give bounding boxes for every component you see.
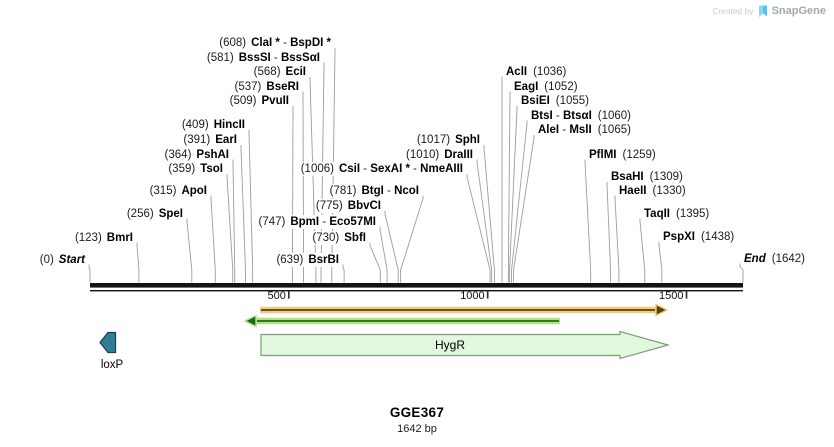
leader-line — [639, 218, 646, 283]
leader-line — [606, 182, 612, 283]
leader-line — [614, 195, 620, 283]
enzyme-site-label-PspXI[interactable]: PspXI(1438) — [662, 230, 736, 244]
enzyme-site-label-BpmI[interactable]: (747)BpmI - Eco57MI — [257, 214, 377, 229]
feature-arrowhead-icon[interactable] — [655, 303, 669, 317]
enzyme-site-label-BsaHI[interactable]: BsaHI(1309) — [610, 170, 684, 184]
enzyme-site-label-AleI[interactable]: AleI - MslI(1065) — [537, 123, 632, 137]
enzyme-site-label-PflMI[interactable]: PflMI(1259) — [588, 147, 657, 162]
enzyme-site-label-BsiEI[interactable]: BsiEI(1055) — [520, 94, 591, 108]
feature-arrowhead-icon[interactable] — [243, 314, 257, 328]
ruler-tick-label-500: 500 — [267, 289, 286, 302]
enzyme-site-label-ClaI[interactable]: (608)ClaI * - BspDI * — [218, 36, 332, 50]
enzyme-site-label-HaeII[interactable]: HaeII(1330) — [618, 183, 687, 198]
feature-loxP[interactable] — [99, 331, 117, 354]
enzyme-site-label-BssSI[interactable]: (581)BssSI - BssSαI — [205, 50, 321, 65]
leader-line — [511, 120, 528, 283]
enzyme-site-label-HincII[interactable]: (409)HincII — [180, 118, 246, 132]
ruler-tick-label-1500: 1500 — [659, 289, 684, 302]
leader-line — [507, 91, 511, 283]
enzyme-site-label-BmrI[interactable]: (123)BmrI — [73, 230, 134, 245]
leader-line — [509, 106, 518, 283]
enzyme-site-label-SbfI[interactable]: (730)SbfI — [311, 230, 367, 245]
leader-line — [466, 174, 491, 283]
map-endpoint-label-End[interactable]: End(1642) — [743, 251, 806, 266]
enzyme-site-label-SpeI[interactable]: (256)SpeI — [125, 206, 184, 221]
enzyme-site-label-PshAI[interactable]: (364)PshAI — [163, 147, 230, 162]
leader-line — [226, 174, 234, 283]
leader-line — [136, 242, 140, 283]
leader-line — [483, 145, 495, 283]
leader-line — [379, 226, 388, 283]
enzyme-site-label-EciI[interactable]: (568)EciI — [252, 65, 307, 79]
enzyme-site-label-BseRI[interactable]: (537)BseRI — [233, 79, 300, 94]
enzyme-site-label-BtgI[interactable]: (781)BtgI - NcoI — [328, 183, 420, 198]
leader-line — [302, 91, 305, 283]
leader-line — [240, 145, 246, 283]
ruler-tick-label-1000: 1000 — [460, 289, 485, 302]
enzyme-site-label-PvuII[interactable]: (509)PvuII — [228, 94, 290, 108]
feature-HygR[interactable] — [260, 330, 671, 360]
leader-line — [513, 135, 535, 283]
enzyme-site-label-DraIII[interactable]: (1010)DraIII — [404, 147, 474, 162]
map-endpoint-label-Start[interactable]: (0)Start — [38, 252, 86, 267]
enzyme-site-label-SphI[interactable]: (1017)SphI — [415, 133, 481, 147]
leader-line — [331, 48, 336, 283]
enzyme-site-label-BsrBI[interactable]: (639)BsrBI — [275, 252, 340, 267]
enzyme-site-label-BtsI[interactable]: BtsI - BtsαI(1060) — [530, 108, 633, 123]
enzyme-site-label-BbvCI[interactable]: (775)BbvCI — [314, 199, 382, 213]
feature-label-HygR[interactable]: HygR — [434, 337, 465, 352]
leader-line — [342, 264, 345, 283]
leader-line — [232, 159, 236, 283]
snapgene-watermark: Created by SnapGene — [712, 5, 826, 17]
enzyme-site-label-CsiI[interactable]: (1006)CsiI - SexAI * - NmeAIII — [299, 162, 464, 176]
leader-line — [210, 195, 216, 283]
leader-line — [584, 159, 592, 283]
leader-line — [476, 159, 493, 283]
enzyme-site-label-TaqII[interactable]: TaqII(1395) — [643, 206, 711, 221]
leader-line — [739, 263, 744, 283]
sequence-line-bottom — [90, 290, 743, 292]
leader-line — [384, 211, 399, 283]
enzyme-site-label-AclI[interactable]: AclI(1036) — [505, 64, 568, 79]
sequence-line-top — [90, 283, 743, 288]
enzyme-site-label-EarI[interactable]: (391)EarI — [182, 133, 238, 147]
watermark-brand-text: SnapGene — [771, 5, 826, 17]
snapgene-logo-icon — [758, 5, 768, 17]
leader-line — [291, 106, 294, 283]
watermark-created-by-text: Created by — [712, 6, 754, 16]
leader-line — [88, 264, 91, 283]
leader-line — [658, 242, 663, 283]
enzyme-site-label-TsoI[interactable]: (359)TsoI — [167, 162, 224, 176]
leader-line — [400, 195, 424, 283]
leader-line — [186, 218, 193, 283]
enzyme-site-label-ApoI[interactable]: (315)ApoI — [148, 183, 208, 198]
leader-line — [248, 130, 254, 283]
enzyme-site-label-EagI[interactable]: EagI(1052) — [513, 79, 579, 94]
feature-label-loxP[interactable]: loxP — [100, 358, 124, 371]
sequence-title: GGE367 — [389, 405, 445, 420]
sequence-length: 1642 bp — [397, 423, 437, 435]
leader-line — [369, 242, 381, 283]
